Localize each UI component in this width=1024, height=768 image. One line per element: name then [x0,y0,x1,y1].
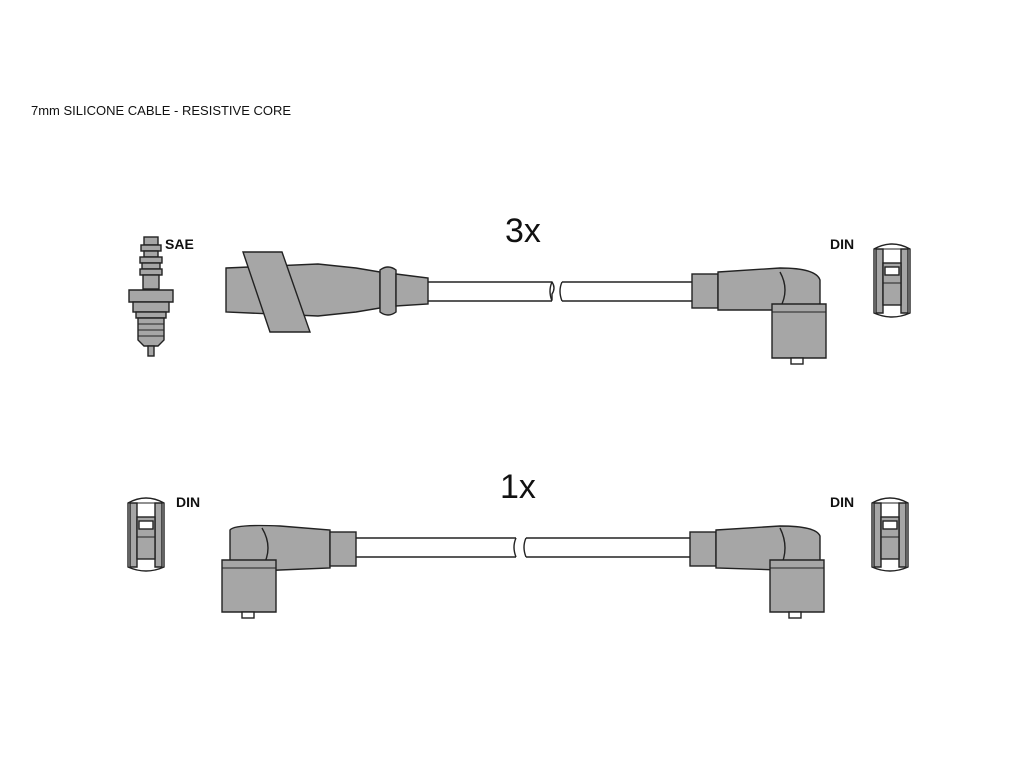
cable-top [428,281,692,302]
din-terminal-icon [871,497,909,572]
quantity-bottom: 1x [500,468,536,506]
quantity-top: 3x [505,212,541,250]
angle-boot-top [691,267,827,365]
cable-bottom [356,537,690,558]
angle-boot-bottom-right [689,525,825,619]
spark-plug-icon [128,236,174,357]
label-din-bottom-left: DIN [176,494,200,510]
din-terminal-icon [873,243,911,318]
header-title: 7mm SILICONE CABLE - RESISTIVE CORE [31,103,291,118]
din-terminal-icon [127,497,165,572]
label-sae: SAE [165,236,194,252]
straight-boot [225,251,429,333]
label-din-bottom-right: DIN [830,494,854,510]
angle-boot-bottom-left [221,524,357,619]
label-din-top-right: DIN [830,236,854,252]
